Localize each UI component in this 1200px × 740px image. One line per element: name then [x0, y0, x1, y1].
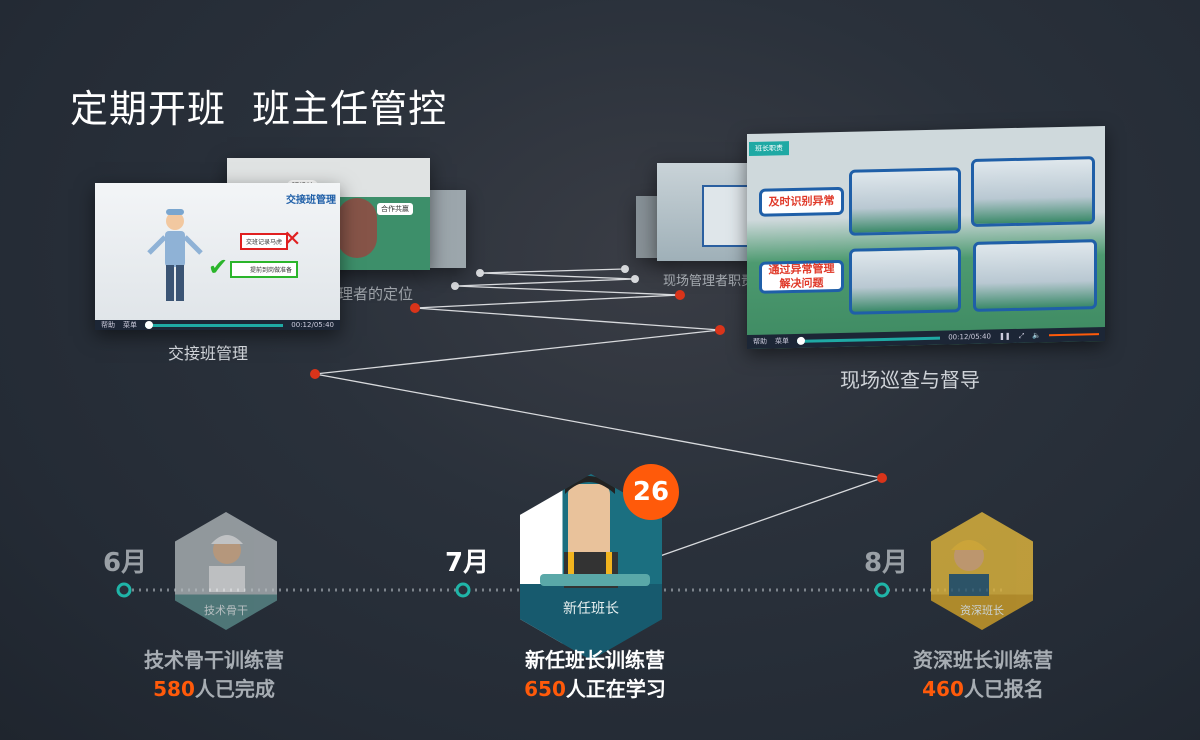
timeline-node: [455, 582, 471, 598]
page-title: 定期开班 班主任管控: [70, 87, 448, 131]
camp-info[interactable]: 新任班长训练营 650人正在学习: [475, 646, 715, 704]
month-label: 6月: [103, 548, 148, 578]
camp-count: 650: [524, 677, 566, 701]
camp-status: 人正在学习: [565, 677, 666, 701]
camp-status: 人已报名: [963, 677, 1044, 701]
camp-count: 460: [922, 677, 964, 701]
menu-button[interactable]: 菜单: [123, 321, 137, 329]
node-dot: [877, 473, 887, 483]
course-label-duties[interactable]: 现场管理者职责: [663, 274, 755, 289]
node-dot: [675, 290, 685, 300]
badge-label: 新任班长: [563, 601, 619, 617]
camp-badge-senior[interactable]: 资深班长: [931, 512, 1033, 630]
video-thumb-duties[interactable]: [657, 163, 752, 261]
help-button[interactable]: 帮助: [101, 321, 115, 329]
timeline-node: [874, 582, 890, 598]
camp-count: 580: [153, 677, 195, 701]
video-title: 交接班管理: [286, 195, 336, 206]
camp-status: 人已完成: [194, 677, 275, 701]
character-illustration: [949, 540, 989, 596]
node-dot: [451, 282, 459, 290]
camp-name: 新任班长训练营: [525, 648, 665, 672]
camp-name: 技术骨干训练营: [144, 648, 284, 672]
node-dot: [631, 275, 639, 283]
notification-badge: 26: [623, 464, 679, 520]
node-dot: [310, 369, 320, 379]
video-thumb-handover[interactable]: 交接班管理 交班记录马虎 ✕ 提前到岗做准备 ✔ 帮助 菜单 00:12/05:…: [95, 183, 340, 330]
camp-name: 资深班长训练营: [913, 648, 1053, 672]
node-dot: [715, 325, 725, 335]
right-practice-tag: 提前到岗做准备: [230, 261, 299, 278]
camp-info[interactable]: 资深班长训练营 460人已报名: [863, 646, 1103, 704]
badge-label: 技术骨干: [204, 604, 248, 617]
progress-bar[interactable]: [145, 320, 284, 329]
player-controls: 帮助 菜单 00:12/05:40: [95, 320, 340, 330]
wrong-practice-tag: 交班记录马虎: [240, 233, 289, 250]
video-thumb-back[interactable]: [430, 190, 466, 268]
node-dot: [476, 269, 484, 277]
node-dot: [410, 303, 420, 313]
cross-icon: ✕: [283, 227, 302, 252]
tag: 合作共赢: [377, 203, 413, 215]
timeline-node: [116, 582, 132, 598]
character-illustration: [147, 209, 203, 301]
character-illustration: [209, 535, 245, 592]
month-label: 7月: [445, 548, 490, 578]
time-display: 00:12/05:40: [291, 321, 334, 329]
node-dot: [621, 265, 629, 273]
course-label-handover[interactable]: 交接班管理: [168, 344, 249, 363]
month-label: 8月: [864, 548, 909, 578]
course-label-positioning[interactable]: 理者的定位: [338, 285, 414, 303]
course-label-patrol[interactable]: 现场巡查与督导: [840, 368, 980, 392]
camp-info[interactable]: 技术骨干训练营 580人已完成: [94, 646, 334, 704]
badge-label: 资深班长: [960, 604, 1004, 617]
camp-badge-tech[interactable]: 技术骨干: [175, 512, 277, 630]
check-icon: ✔: [208, 253, 229, 281]
